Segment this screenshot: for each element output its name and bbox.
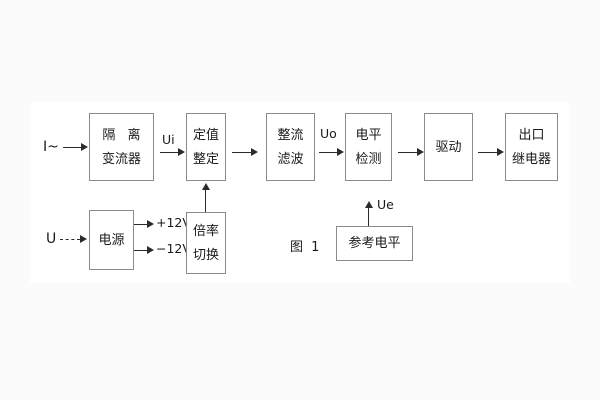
wire-multiplier-to-setting <box>205 189 206 212</box>
block-multiplier-switch-line-1: 倍率 <box>192 223 219 239</box>
terminal-current-input: I~ <box>43 139 59 155</box>
block-setting-line-1: 定值 <box>192 127 219 143</box>
wire-driver-to-output <box>478 152 497 153</box>
block-rectifier[interactable]: 整流 滤波 <box>266 113 315 181</box>
block-power-supply[interactable]: 电源 <box>89 210 134 270</box>
arrowhead-isolation-to-setting <box>178 148 185 156</box>
block-rectifier-line-1: 整流 <box>277 127 304 143</box>
wire-isolation-to-setting <box>160 152 179 153</box>
block-output-relay-line-2: 继电器 <box>511 151 551 167</box>
block-level-detect-line-2: 检测 <box>355 151 382 167</box>
arrowhead-driver-to-output <box>497 148 504 156</box>
block-multiplier-switch-line-2: 切换 <box>192 247 219 263</box>
wire-current-input <box>63 147 82 148</box>
block-setting-line-2: 整定 <box>192 151 219 167</box>
arrowhead-rail-negative <box>147 246 154 254</box>
block-setting[interactable]: 定值 整定 <box>186 113 226 181</box>
block-isolation-line-2: 变流器 <box>101 151 141 167</box>
arrowhead-current-input <box>81 143 88 151</box>
arrowhead-level-to-driver <box>417 148 424 156</box>
signal-label-uo: Uo <box>320 126 337 141</box>
label-rail-negative: −12V <box>156 241 191 256</box>
block-output-relay-line-1: 出口 <box>518 127 545 143</box>
block-driver[interactable]: 驱动 <box>424 113 473 181</box>
arrowhead-reference-to-level <box>365 201 373 208</box>
wire-rectifier-to-level <box>319 152 338 153</box>
block-isolation-line-1: 隔 离 <box>102 127 145 143</box>
arrowhead-rectifier-to-level <box>337 148 344 156</box>
terminal-voltage-input: U <box>46 231 57 247</box>
signal-label-ui: Ui <box>162 132 175 147</box>
wire-rail-negative <box>134 250 148 251</box>
wire-setting-to-rectifier <box>232 152 251 153</box>
block-level-detect-line-1: 电平 <box>355 127 382 143</box>
wire-reference-to-level <box>368 207 369 226</box>
block-reference-level[interactable]: 参考电平 <box>336 226 413 261</box>
wire-voltage-input <box>60 239 80 240</box>
signal-label-ue: Ue <box>377 197 394 212</box>
figure-caption: 图 1 <box>290 240 322 255</box>
block-output-relay[interactable]: 出口 继电器 <box>505 113 558 181</box>
block-isolation[interactable]: 隔 离 变流器 <box>89 113 154 181</box>
wire-level-to-driver <box>398 152 417 153</box>
block-rectifier-line-2: 滤波 <box>277 151 304 167</box>
arrowhead-multiplier-to-setting <box>202 183 210 190</box>
label-rail-positive: +12V <box>156 215 191 230</box>
block-level-detect[interactable]: 电平 检测 <box>345 113 392 181</box>
arrowhead-voltage-input <box>80 235 87 243</box>
arrowhead-rail-positive <box>147 220 154 228</box>
block-power-supply-line-1: 电源 <box>98 232 125 248</box>
block-driver-line-1: 驱动 <box>435 139 462 155</box>
arrowhead-setting-to-rectifier <box>251 148 258 156</box>
wire-rail-positive <box>134 224 148 225</box>
block-multiplier-switch[interactable]: 倍率 切换 <box>186 212 226 274</box>
block-reference-level-line-1: 参考电平 <box>348 236 401 251</box>
